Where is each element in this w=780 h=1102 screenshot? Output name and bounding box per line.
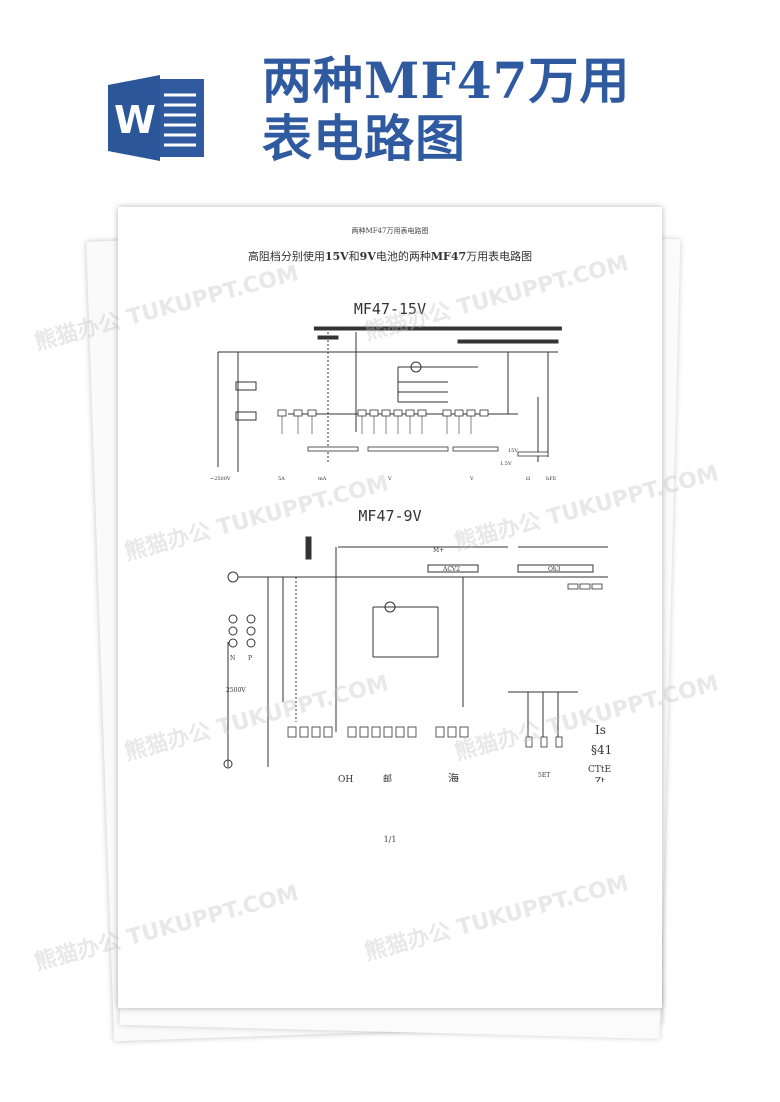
banner-title-line2: 表电路图 — [262, 109, 466, 168]
svg-text:~2500V: ~2500V — [210, 476, 231, 482]
circuit1-title: MF47-15V — [353, 300, 427, 318]
svg-text:W: W — [114, 98, 156, 142]
svg-text:OH: OH — [338, 775, 353, 782]
document-page: 两种MF47万用表电路图 高阻档分别使用15V和9V电池的两种MF47万用表电路… — [118, 207, 662, 1008]
svg-text:海: 海 — [448, 771, 459, 782]
circuit-diagram-mf47-15v: ~2500V 5A mA V V Ω hFE 15V 1.5V — [210, 326, 562, 482]
page-number: 1/1 — [383, 835, 397, 844]
svg-text:CTtE: CTtE — [588, 765, 611, 775]
svg-text:N: N — [230, 655, 235, 662]
svg-text:M+: M+ — [433, 547, 444, 554]
svg-text:Oh3: Oh3 — [548, 566, 561, 573]
circuit2-title: MF47-9V — [358, 507, 422, 525]
svg-text:5A: 5A — [278, 476, 285, 482]
svg-text:5ET: 5ET — [538, 772, 550, 779]
svg-text:V: V — [469, 476, 474, 482]
svg-text:hFE: hFE — [546, 476, 557, 482]
svg-text:Zt: Zt — [595, 777, 605, 782]
circuit-diagram-mf47-9v: M+ ACV2 Oh3 2500V OH 邮 海 5ET Is §41 CTtE… — [223, 536, 612, 782]
svg-text:ACV2: ACV2 — [442, 566, 460, 573]
banner-title: 两种MF47万用 表电路图 — [262, 52, 630, 168]
page-header: 两种MF47万用表电路图 — [351, 227, 429, 235]
svg-text:§41: §41 — [591, 743, 612, 757]
svg-text:1.5V: 1.5V — [500, 461, 512, 467]
svg-text:15V: 15V — [508, 448, 518, 454]
svg-text:Ω: Ω — [526, 476, 530, 482]
svg-text:邮: 邮 — [383, 773, 392, 782]
svg-text:mA: mA — [318, 476, 327, 482]
word-document-icon: W — [108, 75, 204, 161]
banner-title-line1: 两种MF47万用 — [262, 51, 631, 110]
svg-text:Is: Is — [595, 723, 606, 737]
document-title: 高阻档分别使用15V和9V电池的两种MF47万用表电路图 — [247, 250, 533, 263]
svg-text:P: P — [248, 655, 252, 662]
svg-text:V: V — [387, 476, 392, 482]
svg-text:2500V: 2500V — [226, 687, 246, 694]
